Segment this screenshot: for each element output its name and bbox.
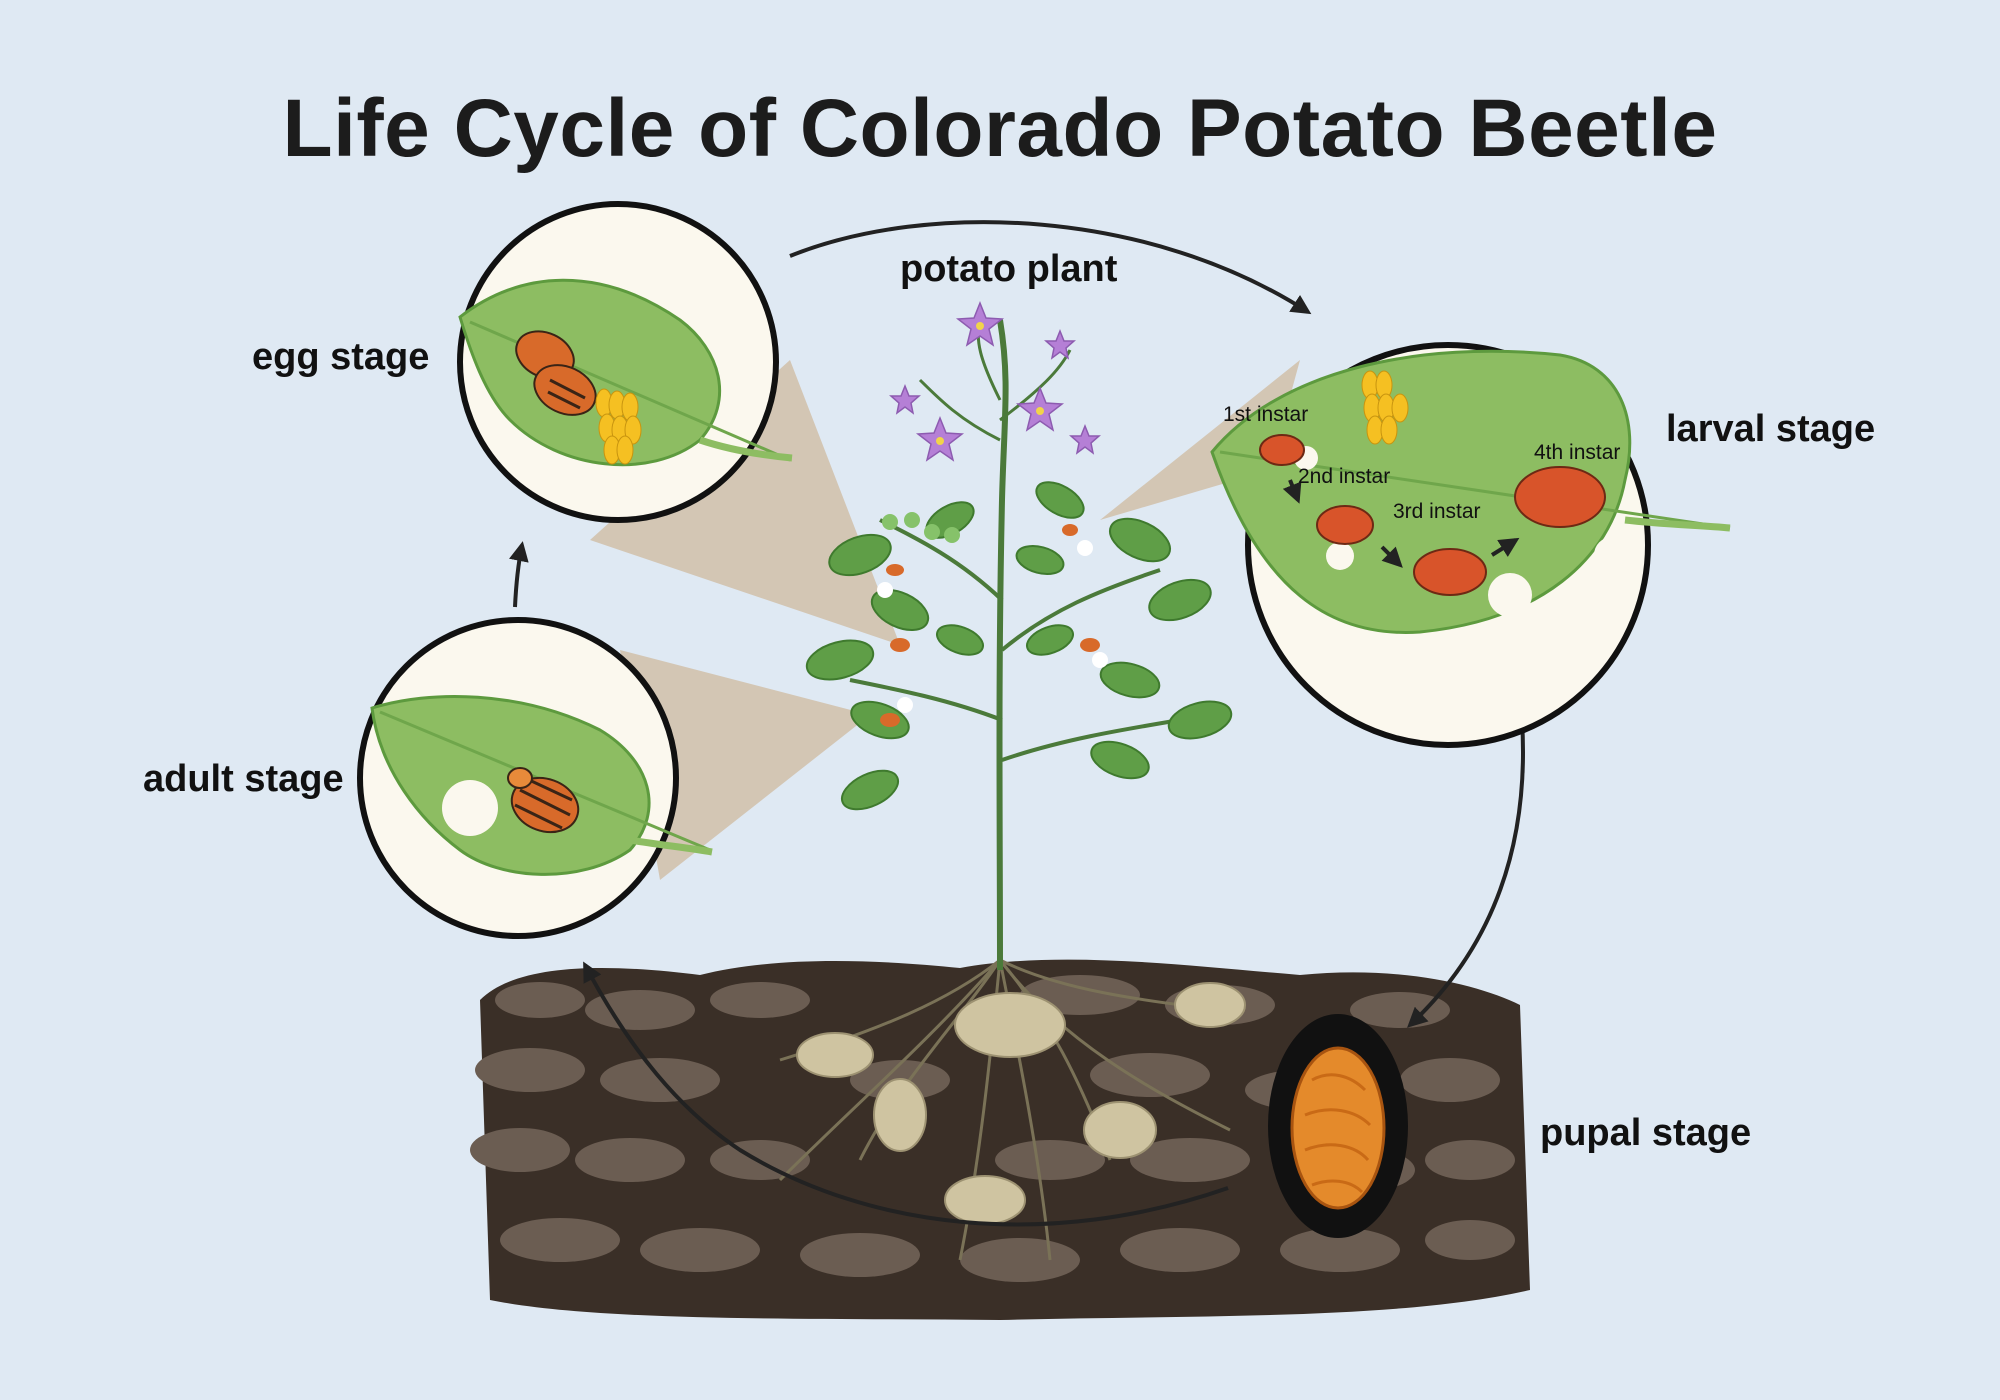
potato-tubers bbox=[796, 982, 1246, 1225]
pupal-stage-label: pupal stage bbox=[1540, 1112, 1752, 1154]
larval-stage-circle bbox=[1210, 342, 1731, 748]
arrow-adult-to-egg bbox=[509, 541, 529, 608]
larval-zoom-cone bbox=[1100, 360, 1300, 520]
pupal-stage-chamber bbox=[1268, 1014, 1408, 1238]
larva-4th-instar bbox=[1514, 466, 1606, 528]
larva-1st-instar bbox=[1259, 434, 1305, 466]
potato-plant-label: potato plant bbox=[900, 248, 1118, 290]
instar-label-2nd: 2nd instar bbox=[1298, 465, 1391, 488]
beetles-on-plant bbox=[880, 524, 1100, 727]
larva-2nd-instar bbox=[1316, 505, 1374, 545]
adult-stage-circle bbox=[357, 617, 713, 939]
page-title: Life Cycle of Colorado Potato Beetle bbox=[282, 83, 1718, 174]
adult-zoom-cone bbox=[620, 650, 870, 880]
arrow-larval-to-pupal bbox=[1407, 719, 1525, 1028]
roots bbox=[778, 958, 1231, 1261]
potato-plant bbox=[805, 300, 1233, 971]
adult-beetle bbox=[507, 767, 580, 834]
larva-3rd-instar bbox=[1413, 548, 1487, 596]
egg-stage-label: egg stage bbox=[252, 336, 430, 378]
adult-stage-label: adult stage bbox=[143, 758, 344, 800]
arrow-egg-to-larval bbox=[789, 220, 1312, 315]
larval-eggs bbox=[1361, 370, 1409, 445]
arrow-pupal-to-adult bbox=[583, 961, 1229, 1227]
egg-stage-circle bbox=[457, 201, 793, 523]
cycle-arrows bbox=[509, 220, 1525, 1227]
instar-label-3rd: 3rd instar bbox=[1393, 500, 1481, 523]
instar-label-4th: 4th instar bbox=[1534, 441, 1621, 464]
larval-stage-label: larval stage bbox=[1666, 408, 1876, 450]
egg-zoom-cone bbox=[590, 360, 900, 645]
instar-label-1st: 1st instar bbox=[1223, 403, 1309, 426]
